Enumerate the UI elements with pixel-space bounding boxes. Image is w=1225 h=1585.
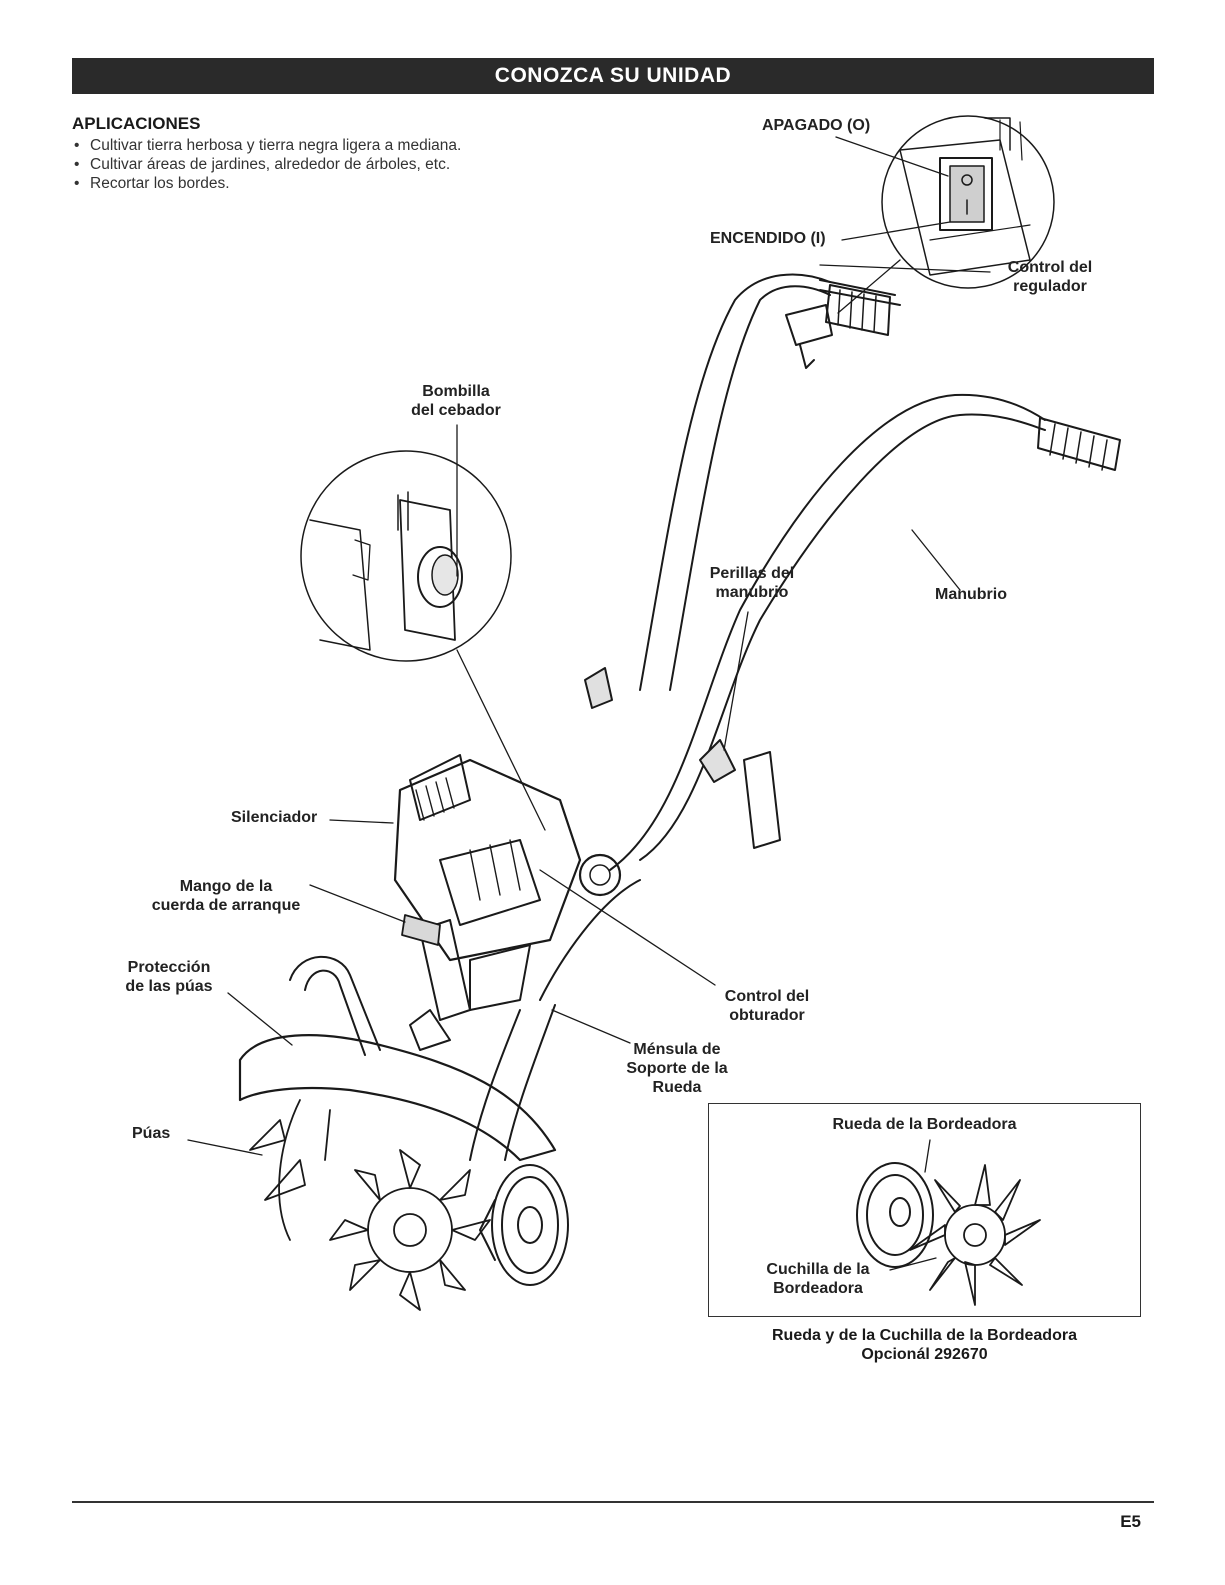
label-handle-knobs: Perillas del manubrio [709,565,795,601]
label-primer-bulb: Bombilla del cebador [411,383,501,419]
list-item: Cultivar tierra herbosa y tierra negra l… [72,136,592,155]
inset-caption: Rueda y de la Cuchilla de la Bordeadora … [772,1327,1077,1363]
label-on: ENCENDIDO (I) [710,230,826,247]
applications-heading: APLICACIONES [72,114,201,133]
edger-inset [708,1103,1141,1317]
applications-block: APLICACIONES Cultivar tierra herbosa y t… [72,114,592,193]
label-handlebar: Manubrio [935,586,1007,603]
list-item: Recortar los bordes. [72,174,592,193]
edger-wheel-icon [856,1162,934,1268]
label-tines: Púas [132,1125,171,1142]
label-muffler: Silenciador [231,809,318,826]
label-edger-wheel: Rueda de la Bordeadora [832,1116,1017,1133]
section-title: CONOZCA SU UNIDAD [494,64,732,87]
label-tine-guard: Protección de las púas [125,959,213,995]
label-throttle-control: Control del regulador [1007,259,1093,295]
label-choke-control: Control del obturador [724,988,810,1024]
edger-blade-icon [909,1164,1041,1306]
list-item: Cultivar áreas de jardines, alrededor de… [72,155,592,174]
section-header: CONOZCA SU UNIDAD [72,58,1154,94]
primer-bulb-icon [300,450,512,662]
on-off-switch-icon [881,115,1055,289]
label-edger-blade: Cuchilla de la Bordeadora [766,1261,870,1297]
label-starter-handle: Mango de la cuerda de arranque [151,878,301,914]
page-number: E5 [1120,1512,1141,1531]
label-wheel-bracket: Ménsula de Soporte de la Rueda [626,1041,728,1096]
label-off: APAGADO (O) [762,117,871,134]
applications-list: Cultivar tierra herbosa y tierra negra l… [72,136,592,193]
footer-divider [72,1501,1154,1503]
